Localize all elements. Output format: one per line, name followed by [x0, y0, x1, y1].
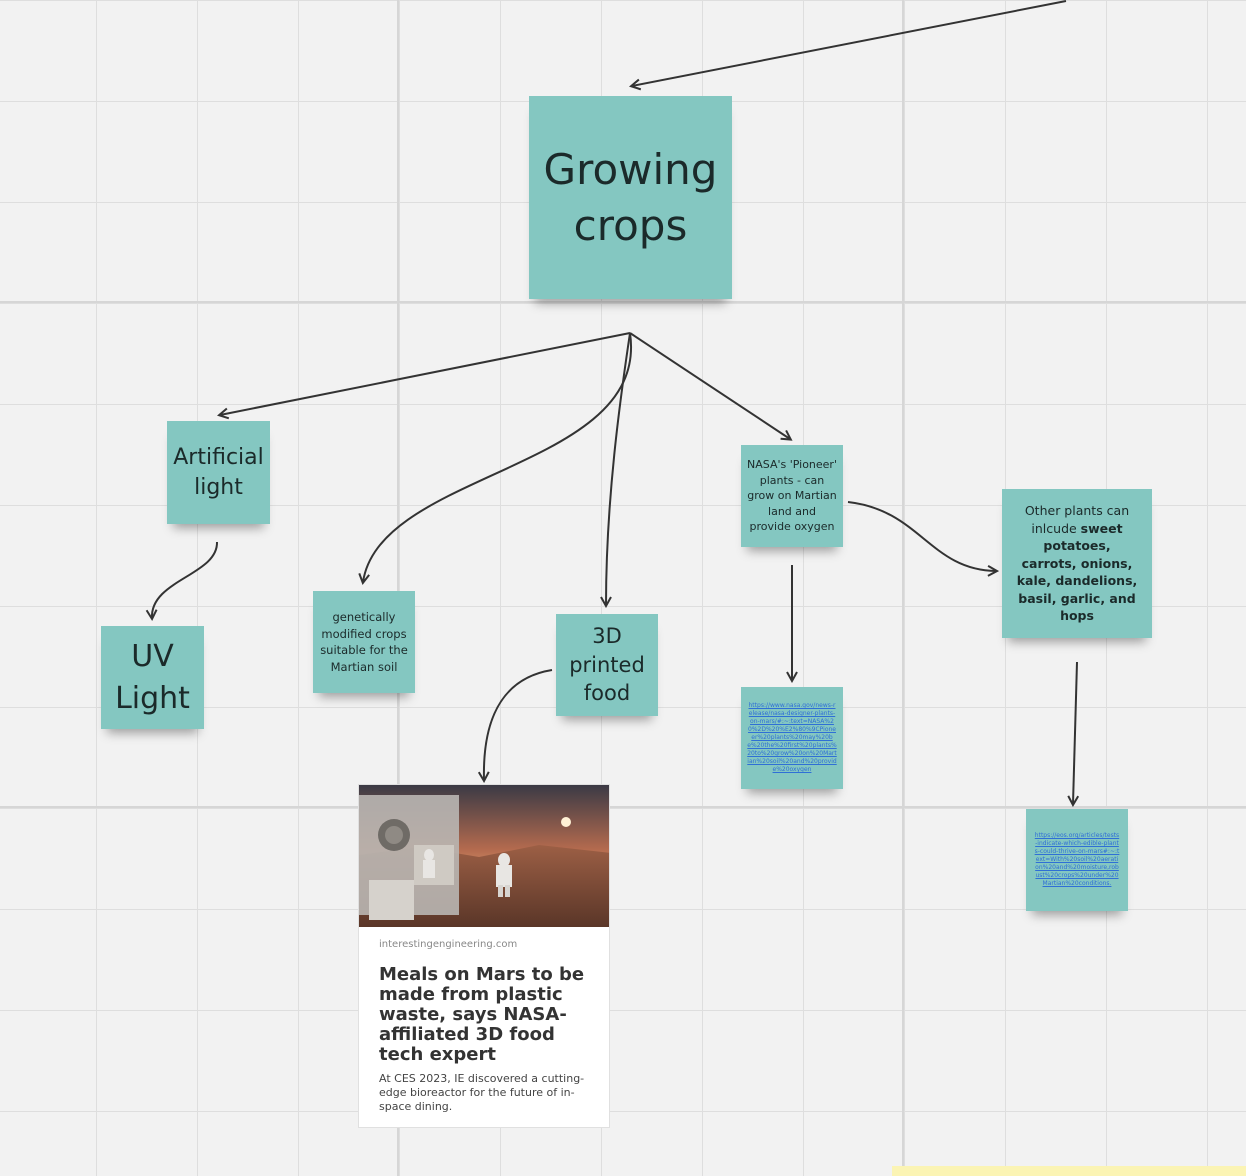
sticky-text: Artificial light — [173, 444, 264, 500]
sticky-text: NASA's 'Pioneer' plants - can grow on Ma… — [747, 458, 837, 534]
sticky-text: 3D printed food — [569, 624, 645, 706]
sticky-pioneer-plants[interactable]: NASA's 'Pioneer' plants - can grow on Ma… — [741, 445, 843, 547]
card-description: At CES 2023, IE discovered a cutting-edg… — [379, 1072, 585, 1113]
connector-to-pioneer[interactable] — [629, 332, 790, 439]
connector-to-news-card[interactable] — [484, 669, 553, 780]
connector-to-uv-light[interactable] — [152, 541, 219, 618]
mars-astronaut-image — [359, 785, 609, 927]
sticky-eos-link[interactable]: https://eos.org/articles/tests-indicate-… — [1026, 809, 1128, 911]
sticky-yellow-partial[interactable] — [892, 1166, 1246, 1176]
connector-to-eos-link[interactable] — [1073, 661, 1077, 804]
sticky-gm-crops[interactable]: genetically modified crops suitable for … — [313, 591, 415, 693]
sticky-artificial-light[interactable]: Artificial light — [167, 421, 270, 524]
eos-link[interactable]: https://eos.org/articles/tests-indicate-… — [1034, 832, 1120, 887]
sticky-3d-printed-food[interactable]: 3D printed food — [556, 614, 658, 716]
sticky-uv-light[interactable]: UV Light — [101, 626, 204, 729]
sticky-growing-crops[interactable]: Growing crops — [529, 96, 732, 299]
connector-to-other-plants[interactable] — [847, 501, 996, 571]
card-title[interactable]: Meals on Mars to be made from plastic wa… — [379, 964, 585, 1065]
sticky-text-bold: sweet potatoes, carrots, onions, kale, d… — [1016, 520, 1138, 624]
grid-major-vertical — [902, 0, 904, 1176]
nasa-link[interactable]: https://www.nasa.gov/news-release/nasa-d… — [747, 702, 837, 773]
connector-top-to-growing-crops[interactable] — [632, 0, 1067, 86]
sticky-text: Other plants can inlcude sweet potatoes,… — [1014, 502, 1140, 625]
sticky-text: UV Light — [115, 638, 190, 716]
sticky-text: genetically modified crops suitable for … — [320, 610, 408, 674]
card-image-illustration — [359, 785, 609, 927]
sticky-nasa-link[interactable]: https://www.nasa.gov/news-release/nasa-d… — [741, 687, 843, 789]
grid-major-vertical — [397, 0, 399, 1176]
grid-major-horizontal — [0, 301, 1246, 303]
card-domain: interestingengineering.com — [379, 939, 518, 950]
sticky-other-plants[interactable]: Other plants can inlcude sweet potatoes,… — [1002, 489, 1152, 638]
grid-major-horizontal — [0, 806, 1246, 808]
sticky-text-regular: Other plants can inlcude — [1024, 503, 1130, 536]
connector-to-gm-crops[interactable] — [363, 332, 633, 582]
connector-to-artificial-light[interactable] — [220, 332, 631, 415]
link-preview-card[interactable]: interestingengineering.com Meals on Mars… — [358, 784, 610, 1128]
sticky-text: Growing crops — [543, 144, 718, 250]
connector-to-3d-food[interactable] — [606, 332, 631, 605]
